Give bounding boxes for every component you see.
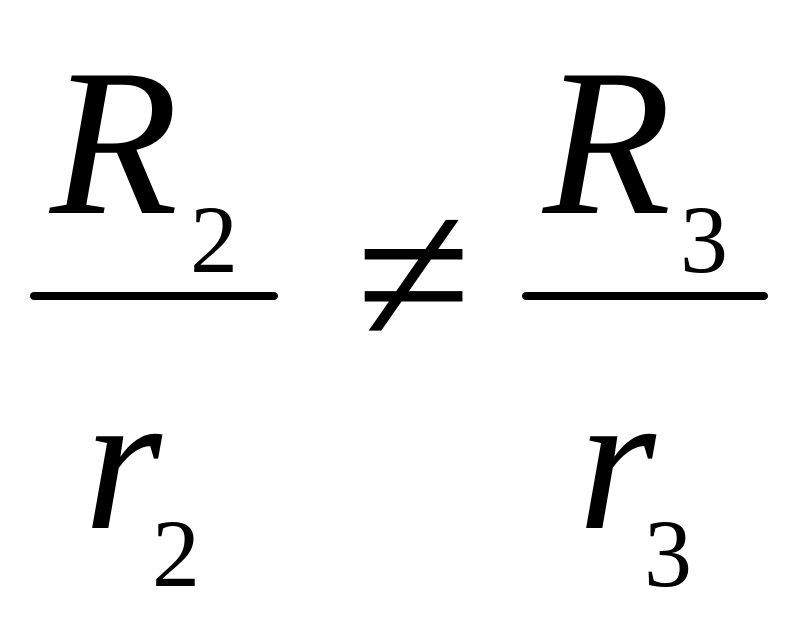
right-fraction-bar bbox=[522, 292, 768, 300]
not-equal-sign: ≠ bbox=[356, 159, 472, 391]
right-denominator-subscript: 3 bbox=[644, 500, 692, 607]
left-fraction-bar bbox=[30, 292, 278, 300]
right-numerator-symbol: R bbox=[543, 27, 672, 259]
right-numerator-subscript: 3 bbox=[680, 186, 728, 293]
left-denominator-subscript: 2 bbox=[152, 500, 200, 607]
left-numerator-subscript: 2 bbox=[190, 186, 238, 293]
right-denominator-symbol: r bbox=[578, 351, 656, 572]
left-denominator-symbol: r bbox=[84, 351, 162, 572]
left-numerator-symbol: R bbox=[50, 27, 179, 259]
